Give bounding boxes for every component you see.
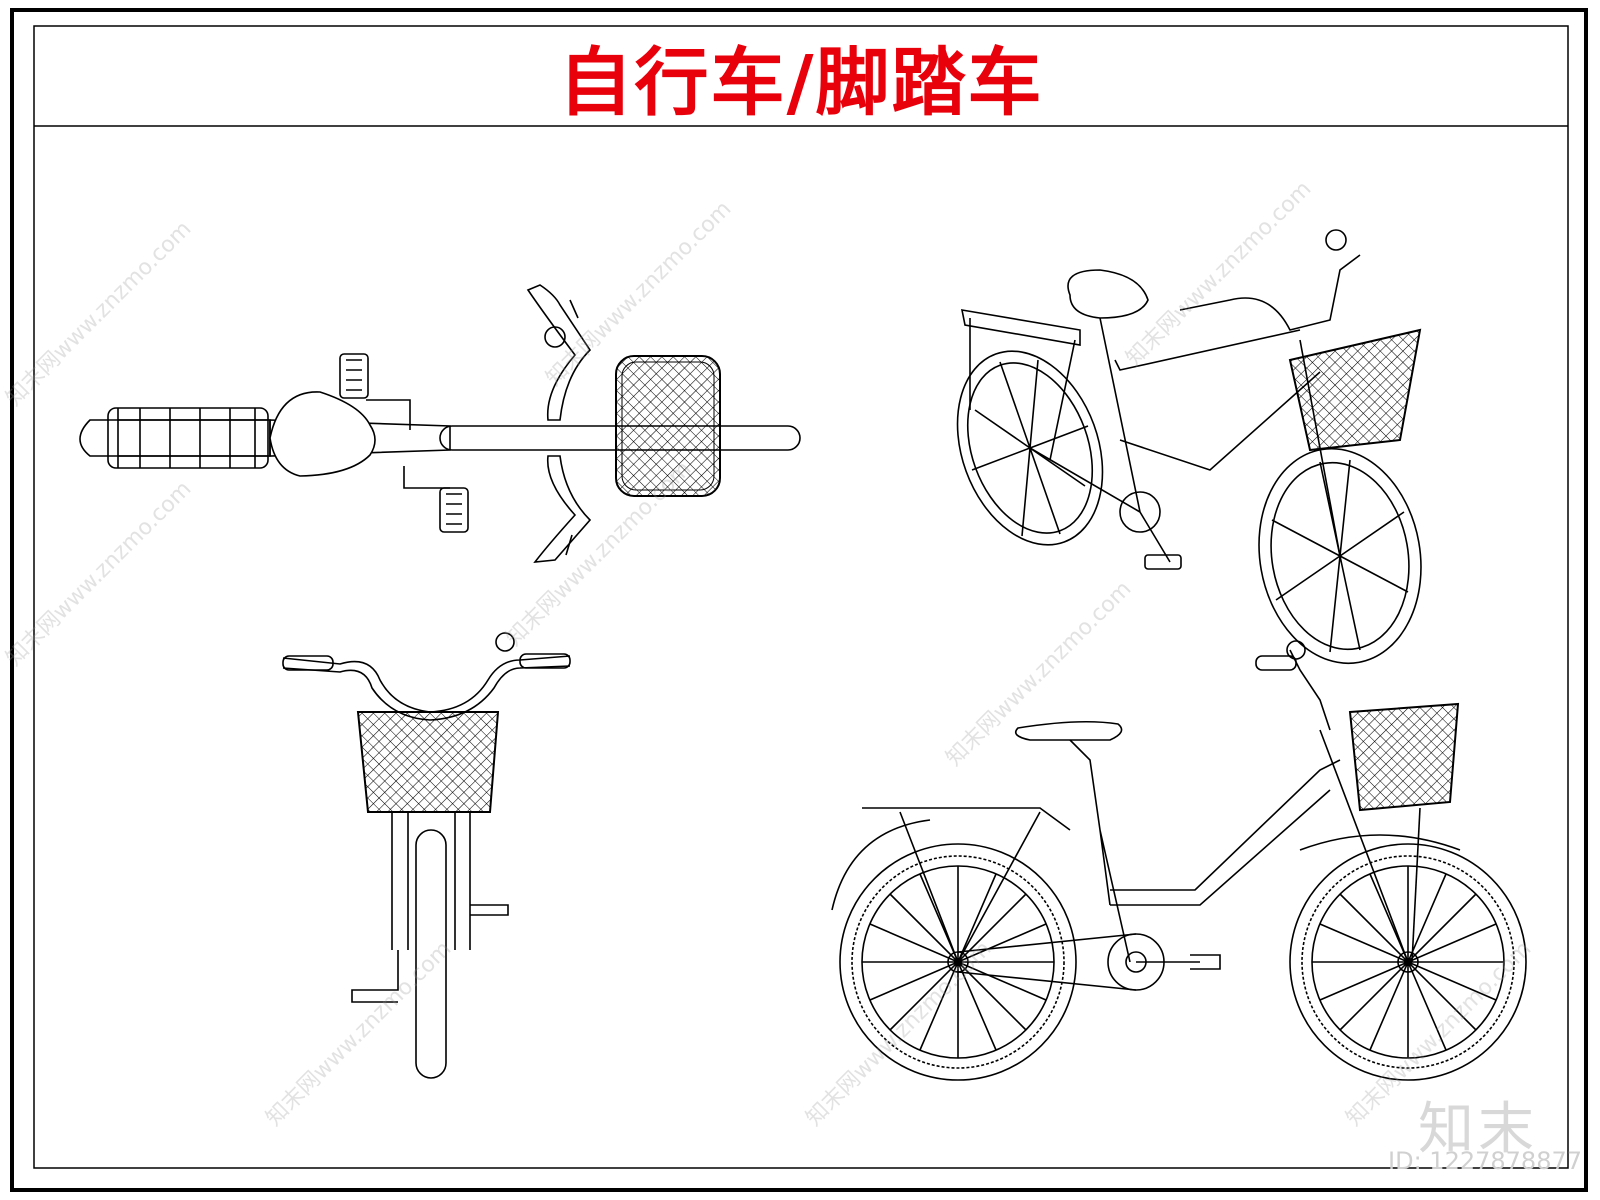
watermark-brand: 知末 [1418, 1097, 1538, 1162]
bicycle-side-view [831, 640, 1527, 1081]
inner-frame [33, 25, 1569, 1169]
watermark-id: ID: 1227878877 [1388, 1147, 1582, 1175]
outer-frame [10, 8, 1588, 1192]
bicycle-top-view [79, 284, 801, 563]
bicycle-perspective-view [956, 229, 1422, 665]
page-title: 自行车/脚踏车 [558, 39, 1044, 126]
bicycle-front-view [282, 632, 571, 1079]
